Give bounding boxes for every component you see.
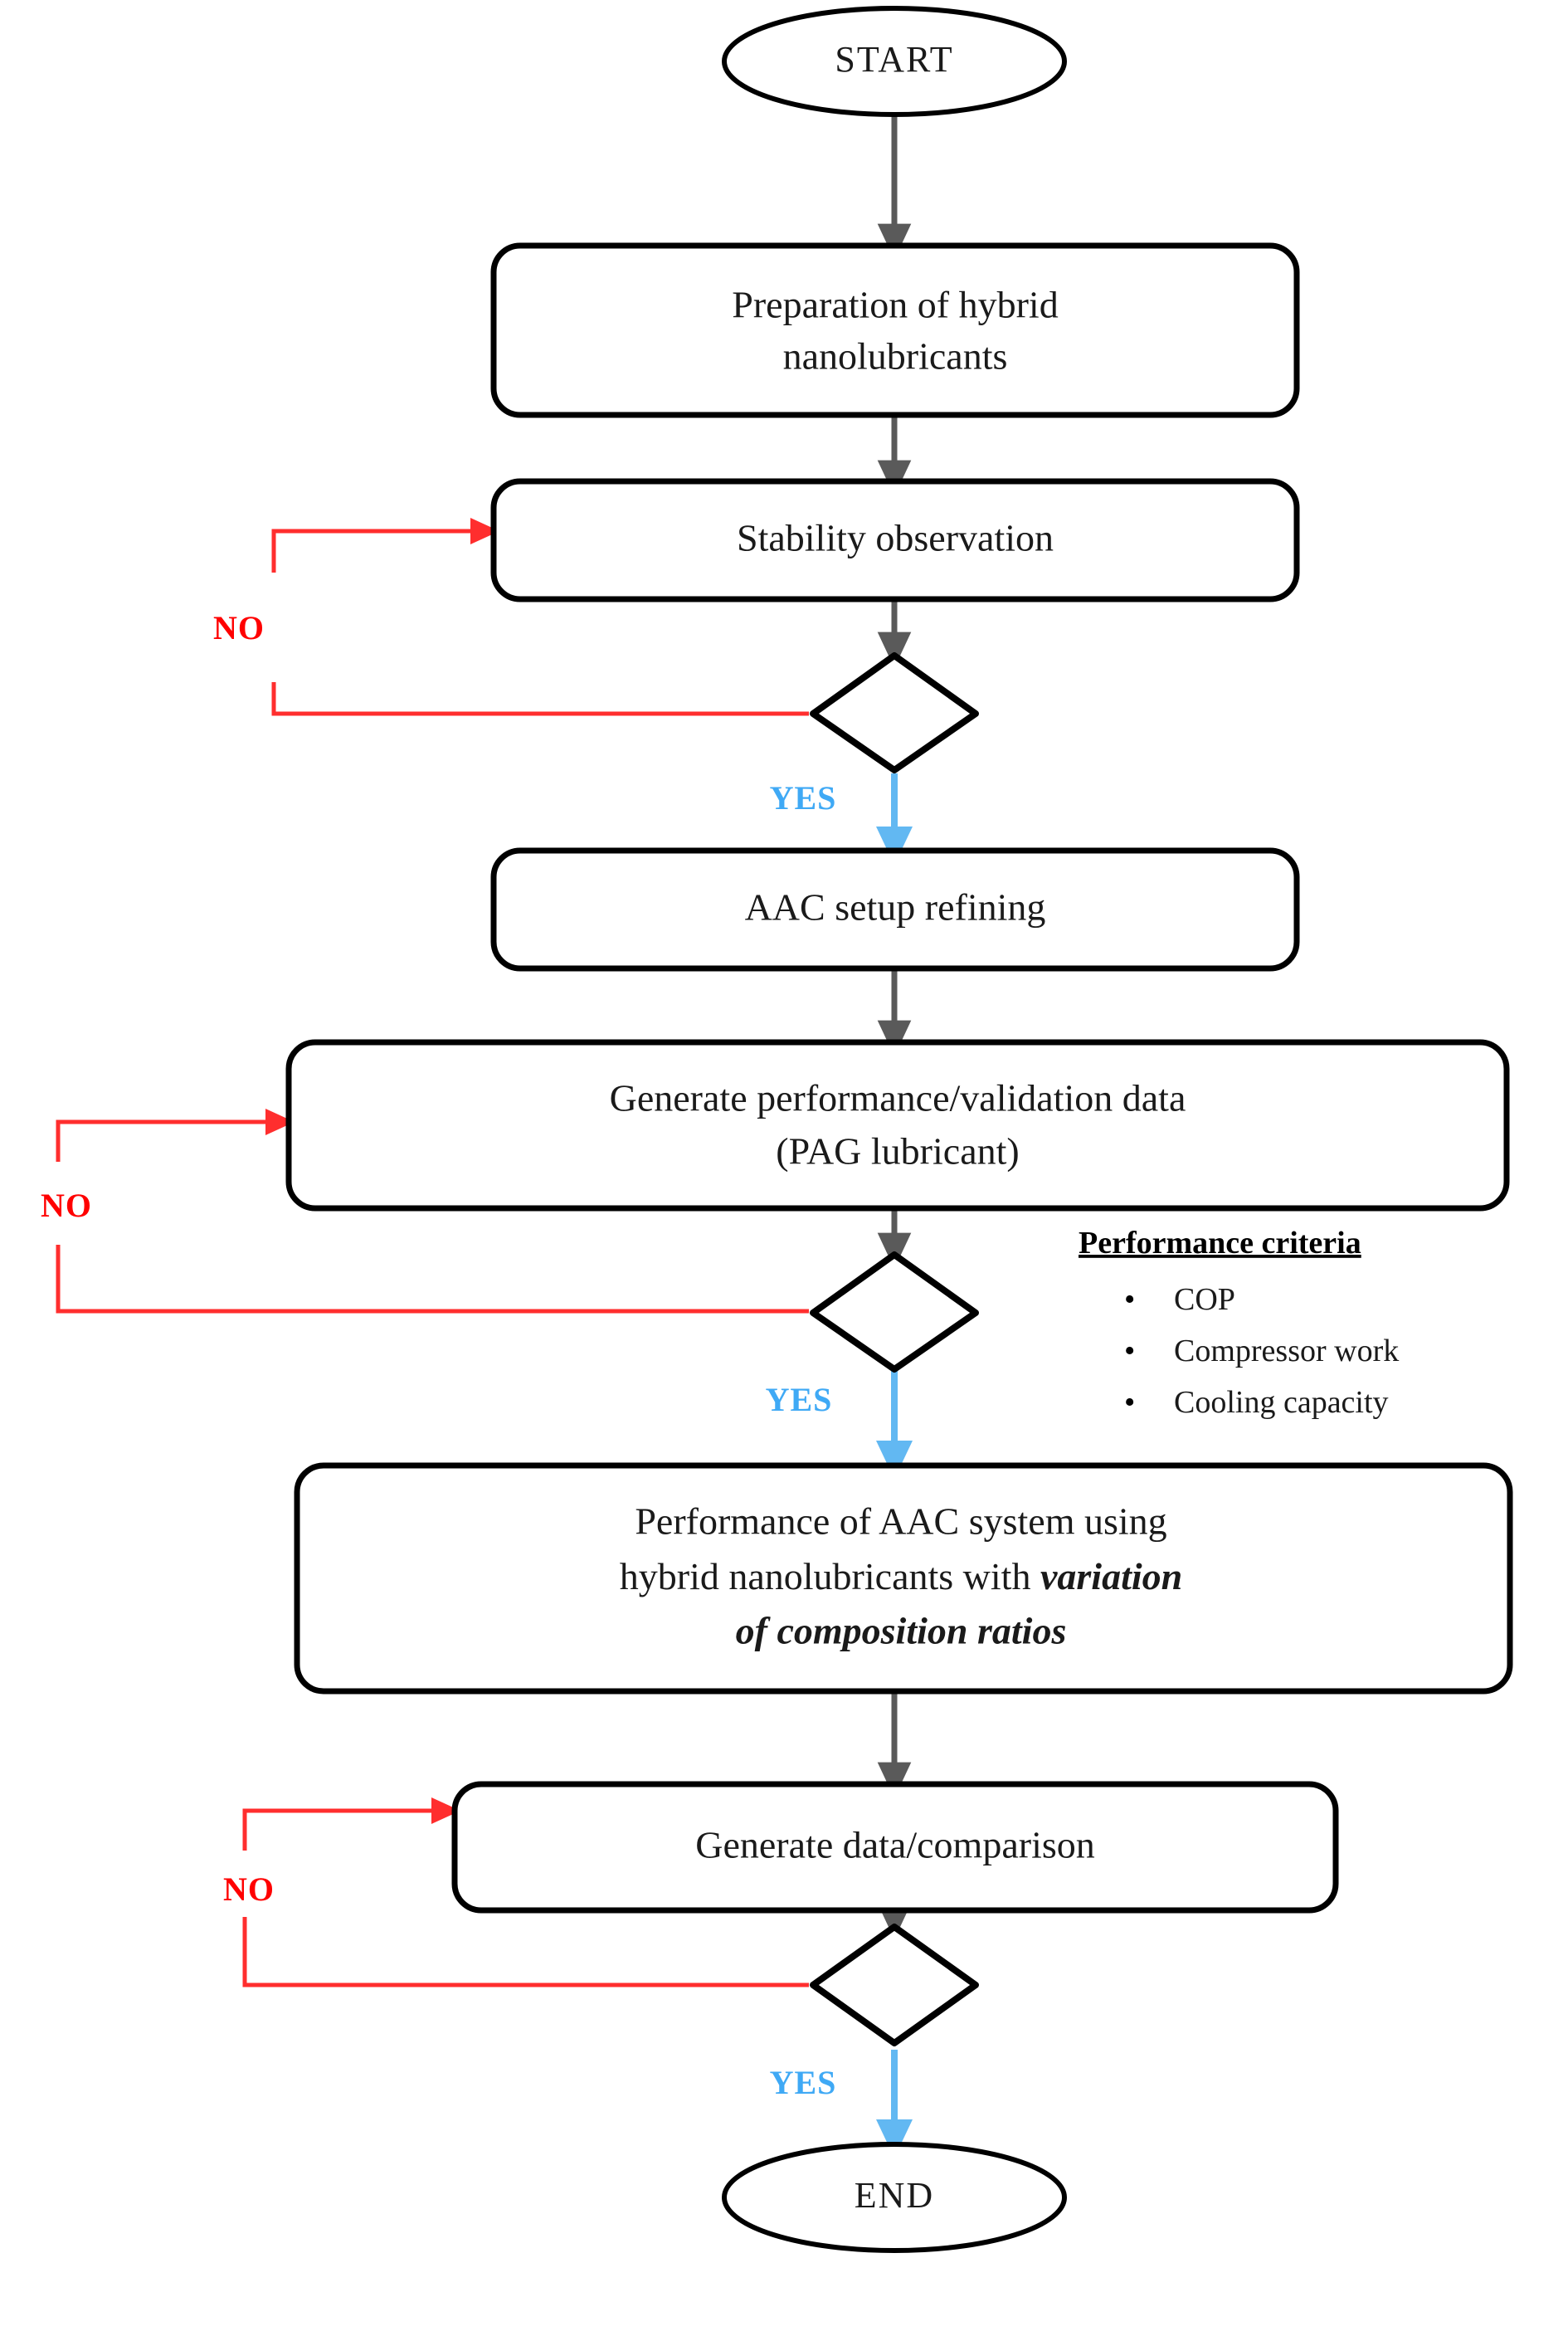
connector-decision2-no-lower xyxy=(56,1245,809,1314)
node-preparation[interactable]: Preparation of hybrid nanolubricants xyxy=(490,242,1300,418)
performance-label-line1: Performance of AAC system using xyxy=(635,1500,1166,1543)
start-oval-shape xyxy=(722,6,1067,117)
performance-box-shape xyxy=(294,1462,1513,1695)
generate-comparison-label: Generate data/comparison xyxy=(695,1824,1095,1866)
generate-validation-box-shape xyxy=(285,1039,1510,1212)
decision3-diamond-shape xyxy=(810,1924,979,2046)
connector-decision1-no-upper xyxy=(271,518,500,573)
criteria-item-1: Compressor work xyxy=(1174,1334,1399,1368)
branch-label-yes-1: YES xyxy=(770,779,837,817)
end-label: END xyxy=(855,2175,934,2216)
connector-decision3-no-lower xyxy=(242,1917,809,1987)
criteria-title: Performance criteria xyxy=(1079,1226,1361,1261)
decision1-diamond-shape xyxy=(810,652,979,773)
performance-criteria-annotation: Performance criteria • COP • Compressor … xyxy=(1079,1226,1399,1420)
connector-decision1-no-lower xyxy=(271,682,809,716)
branch-label-no-2: NO xyxy=(41,1187,92,1224)
generate-validation-label-line1: Generate performance/validation data xyxy=(610,1077,1186,1119)
decision2-diamond-shape xyxy=(810,1251,979,1373)
node-stability-observation[interactable]: Stability observation xyxy=(490,478,1300,602)
start-label: START xyxy=(835,39,953,80)
performance-label-line2: hybrid nanolubricants with variation xyxy=(620,1555,1182,1597)
performance-label-line3: of composition ratios xyxy=(736,1610,1067,1652)
stability-label: Stability observation xyxy=(737,517,1054,559)
node-aac-setup-refining[interactable]: AAC setup refining xyxy=(490,847,1300,972)
criteria-bullet-0: • xyxy=(1124,1282,1135,1317)
criteria-item-2: Cooling capacity xyxy=(1174,1385,1389,1420)
preparation-label-line2: nanolubricants xyxy=(783,335,1008,378)
node-decision-stability[interactable] xyxy=(810,652,979,773)
generate-comparison-box-shape xyxy=(451,1781,1339,1914)
criteria-bullet-1: • xyxy=(1124,1334,1135,1368)
branch-label-yes-3: YES xyxy=(770,2064,837,2101)
preparation-box-shape xyxy=(490,242,1300,418)
connector-decision2-no-upper xyxy=(56,1109,295,1162)
criteria-bullet-2: • xyxy=(1124,1385,1135,1420)
criteria-item-0: COP xyxy=(1174,1282,1235,1317)
node-decision-performance-criteria[interactable] xyxy=(810,1251,979,1373)
node-performance-aac-system[interactable]: Performance of AAC system using hybrid n… xyxy=(294,1462,1513,1695)
branch-label-no-1: NO xyxy=(213,609,265,646)
branch-label-no-3: NO xyxy=(223,1870,275,1908)
end-oval-shape xyxy=(722,2142,1067,2253)
generate-validation-label-line2: (PAG lubricant) xyxy=(776,1130,1019,1173)
connector-decision3-no-upper xyxy=(242,1797,461,1851)
preparation-label-line1: Preparation of hybrid xyxy=(732,284,1058,326)
setup-box-shape xyxy=(490,847,1300,972)
node-generate-data-comparison[interactable]: Generate data/comparison xyxy=(451,1781,1339,1914)
performance-line2-plain: hybrid nanolubricants with xyxy=(620,1555,1040,1597)
stability-box-shape xyxy=(490,478,1300,602)
branch-label-yes-2: YES xyxy=(766,1381,833,1418)
setup-label: AAC setup refining xyxy=(745,886,1046,929)
performance-line2-emph: variation xyxy=(1040,1555,1182,1597)
node-start[interactable]: START xyxy=(722,6,1067,117)
node-generate-validation-data[interactable]: Generate performance/validation data (PA… xyxy=(285,1039,1510,1212)
node-end[interactable]: END xyxy=(722,2142,1067,2253)
node-decision-comparison[interactable] xyxy=(810,1924,979,2046)
